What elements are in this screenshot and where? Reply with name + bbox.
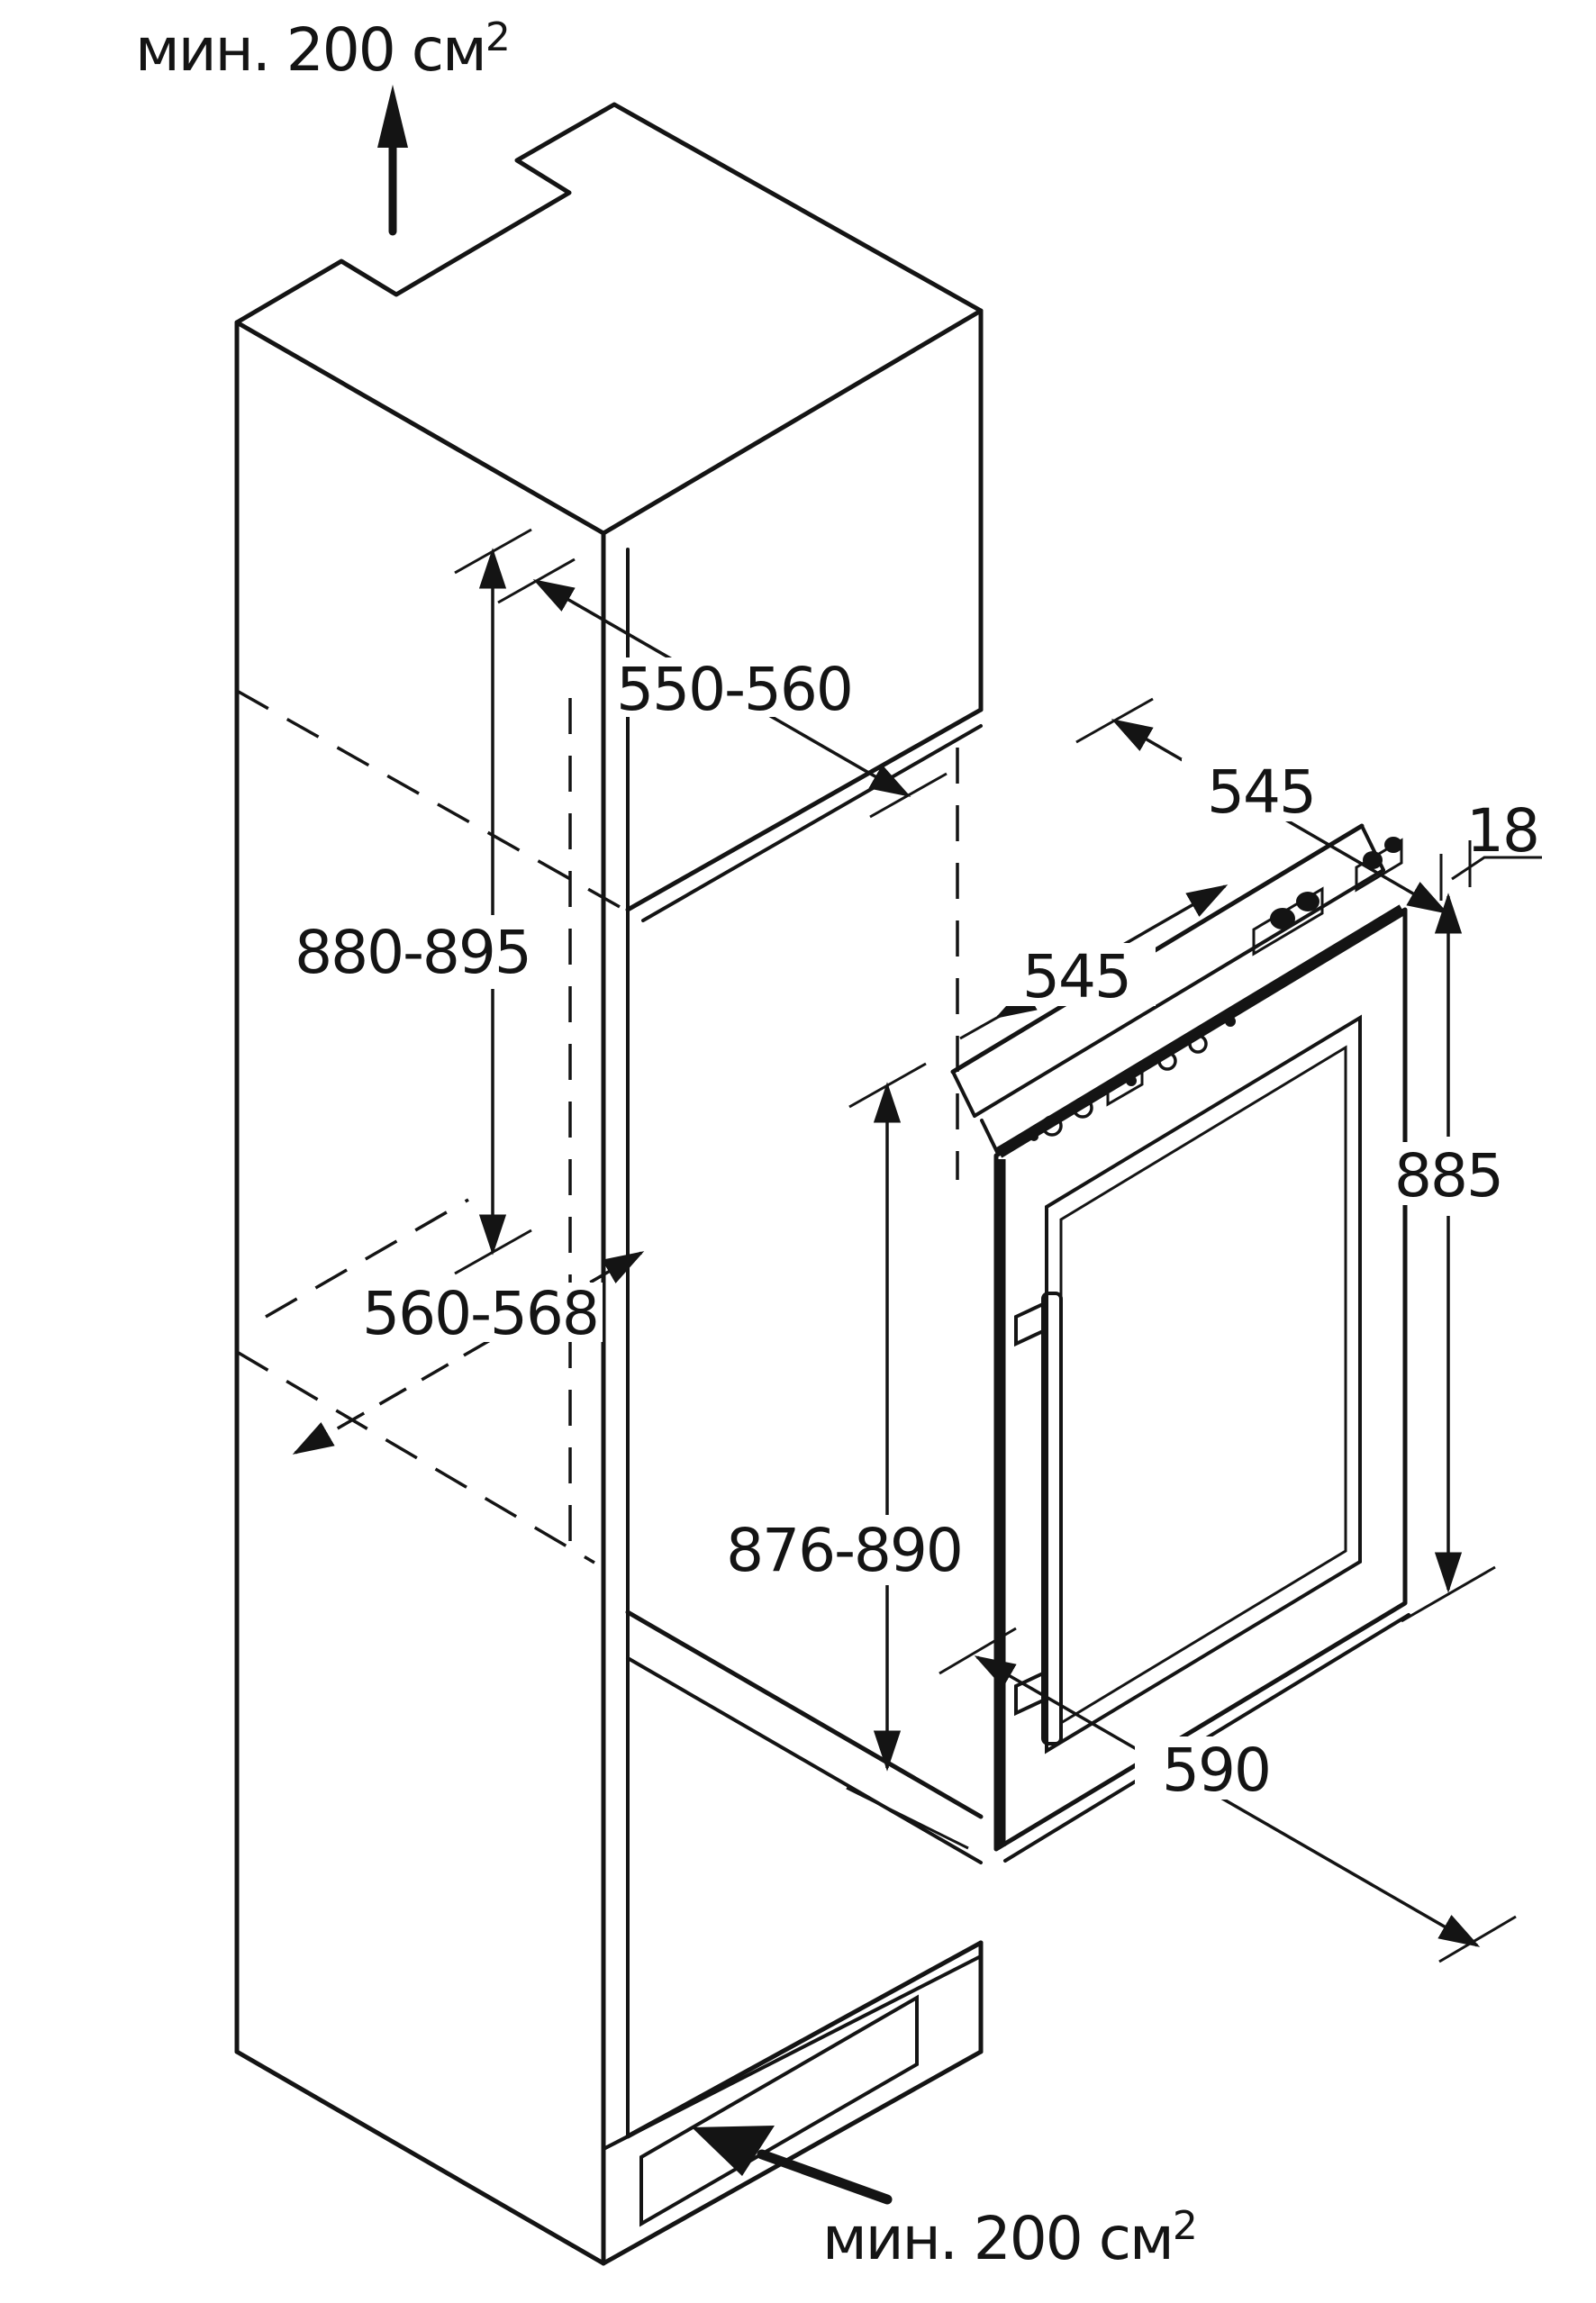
label-bg <box>1182 758 1340 821</box>
cabinet-top-face <box>234 102 984 536</box>
vent-arrow-bottom-head <box>692 2126 775 2176</box>
screw-1 <box>1041 1115 1063 1137</box>
dim-tick <box>497 558 576 604</box>
label-bg <box>1135 1736 1297 1800</box>
strip-slot <box>1106 1069 1144 1107</box>
dim-label-880-895: 880-895 <box>295 918 530 987</box>
hinge-knob-1 <box>1270 908 1295 929</box>
vent-arrow-bottom-shaft <box>757 2149 893 2205</box>
dim-label-590: 590 <box>1162 1736 1270 1805</box>
dim-tick <box>454 528 532 575</box>
dim-tick <box>869 772 948 819</box>
door-top-edge-thick <box>995 904 1406 1158</box>
niche-hidden-floor-back-edge <box>236 1350 595 1564</box>
vent-top-label: мин. 200 см2 <box>135 14 509 85</box>
vent-arrow-bottom <box>692 2126 893 2205</box>
label-bg <box>997 943 1156 1006</box>
cabinet-front-right-inner-edge <box>602 548 630 2151</box>
label-bg <box>358 1283 603 1342</box>
label-bg <box>612 657 856 717</box>
dim-leader-18 <box>1451 856 1542 881</box>
dim-tick <box>1438 1915 1517 1963</box>
dim-label-545-width: 545 <box>1022 942 1130 1011</box>
hinge-knob-2 <box>1296 892 1319 911</box>
vent-bottom-label: мин. 200 см2 <box>822 2203 1196 2273</box>
niche-hidden-top-back-edge <box>236 689 629 913</box>
dim-tick <box>1075 697 1154 744</box>
dim-tick <box>848 1062 927 1109</box>
glass-frame-outer <box>1045 1014 1362 1754</box>
dim-label-876-890: 876-890 <box>726 1516 962 1585</box>
cabinet-bottom-right-edge <box>601 2049 984 2266</box>
vent-arrow-top-head <box>377 85 408 148</box>
door-handle-bracket-top <box>1014 1301 1045 1347</box>
screw-4 <box>1188 1034 1208 1054</box>
screw-dot-1 <box>1029 1132 1038 1141</box>
hinge-knob-4 <box>1384 837 1402 853</box>
cabinet-bottom-left-edge <box>234 2049 606 2266</box>
dim-line-560-568 <box>292 1251 645 1455</box>
body-top-left-cap <box>951 1070 976 1118</box>
niche-floor-edge-lower <box>626 1656 983 1864</box>
niche-top-edge <box>625 707 984 912</box>
label-bg <box>727 1519 961 1580</box>
dim-tick <box>846 1786 969 1850</box>
glass-frame-inner <box>1059 1045 1347 1726</box>
label-bg <box>1385 1142 1511 1205</box>
label-bg <box>281 919 544 982</box>
dim-tick <box>1401 1565 1496 1623</box>
screw-2 <box>1072 1097 1093 1119</box>
plinth-top-edge-inner <box>602 1954 983 2151</box>
cabinet-column <box>234 102 984 2266</box>
vent-arrow-top <box>377 85 408 236</box>
dim-label-885: 885 <box>1394 1141 1502 1210</box>
bottom-vent-slot <box>639 1994 919 2227</box>
dim-line-590 <box>974 1655 1481 1947</box>
strip-left-cap <box>980 1119 1000 1156</box>
dim-label-18: 18 <box>1466 796 1538 866</box>
niche-top-edge-inner <box>641 724 983 922</box>
labels: мин. 200 см2 550-560 880-895 560-568 876… <box>135 14 1540 2273</box>
niche-floor-edge <box>625 1609 984 1819</box>
dim-label-560-568: 560-568 <box>362 1279 598 1348</box>
screw-3 <box>1157 1051 1177 1071</box>
dim-label-550-560: 550-560 <box>616 655 852 724</box>
dim-label-545-depth: 545 <box>1207 757 1315 827</box>
dim-tick <box>939 1627 1017 1675</box>
screw-dot-3 <box>1225 1016 1236 1027</box>
plinth-top-edge <box>625 1940 984 2139</box>
